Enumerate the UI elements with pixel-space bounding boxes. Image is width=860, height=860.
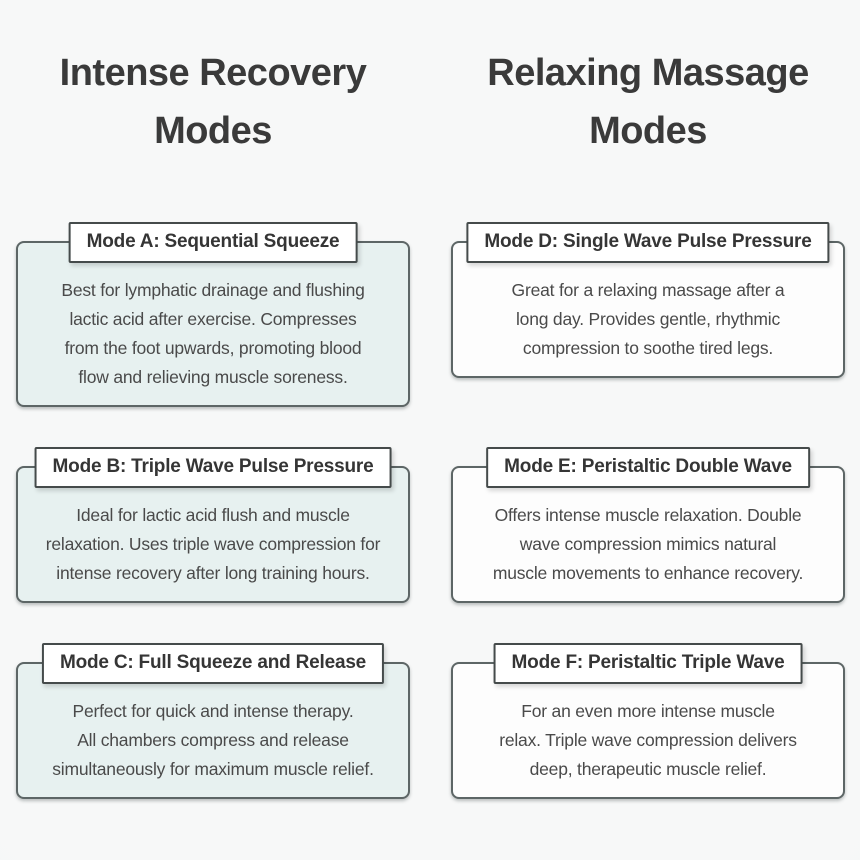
- mode-f-description: For an even more intense muscle relax. T…: [499, 701, 797, 779]
- mode-f-title-box: Mode F: Peristaltic Triple Wave: [493, 643, 803, 684]
- mode-f-title: Mode F: Peristaltic Triple Wave: [511, 652, 785, 673]
- mode-a-description: Best for lymphatic drainage and flushing…: [61, 280, 365, 387]
- mode-b-description: Ideal for lactic acid flush and muscle r…: [45, 505, 381, 583]
- mode-b-title-box: Mode B: Triple Wave Pulse Pressure: [34, 447, 392, 488]
- mode-d-description: Great for a relaxing massage after a lon…: [511, 280, 785, 358]
- mode-c-title: Mode C: Full Squeeze and Release: [59, 652, 367, 673]
- column-headers: Intense Recovery Modes Relaxing Massage …: [0, 0, 860, 160]
- card-mode-d: Mode D: Single Wave Pulse Pressure Great…: [451, 222, 845, 378]
- mode-e-description: Offers intense muscle relaxation. Double…: [492, 505, 804, 583]
- card-mode-a: Mode A: Sequential Squeeze Best for lymp…: [16, 222, 410, 407]
- mode-e-title-box: Mode E: Peristaltic Double Wave: [486, 447, 810, 488]
- mode-b-title: Mode B: Triple Wave Pulse Pressure: [52, 456, 374, 477]
- mode-c-title-box: Mode C: Full Squeeze and Release: [41, 643, 385, 684]
- mode-a-title: Mode A: Sequential Squeeze: [86, 231, 340, 252]
- card-mode-b: Mode B: Triple Wave Pulse Pressure Ideal…: [16, 447, 410, 603]
- mode-d-title-box: Mode D: Single Wave Pulse Pressure: [466, 222, 830, 263]
- card-mode-e: Mode E: Peristaltic Double Wave Offers i…: [451, 447, 845, 603]
- mode-cards-grid: Mode A: Sequential Squeeze Best for lymp…: [0, 220, 860, 799]
- card-mode-f: Mode F: Peristaltic Triple Wave For an e…: [451, 643, 845, 799]
- left-column-title: Intense Recovery Modes: [59, 52, 367, 152]
- mode-e-title: Mode E: Peristaltic Double Wave: [504, 456, 792, 477]
- mode-a-title-box: Mode A: Sequential Squeeze: [68, 222, 358, 263]
- mode-c-description: Perfect for quick and intense therapy. A…: [52, 701, 374, 779]
- right-column-title: Relaxing Massage Modes: [487, 52, 809, 152]
- mode-d-title: Mode D: Single Wave Pulse Pressure: [484, 231, 812, 252]
- card-mode-c: Mode C: Full Squeeze and Release Perfect…: [16, 643, 410, 799]
